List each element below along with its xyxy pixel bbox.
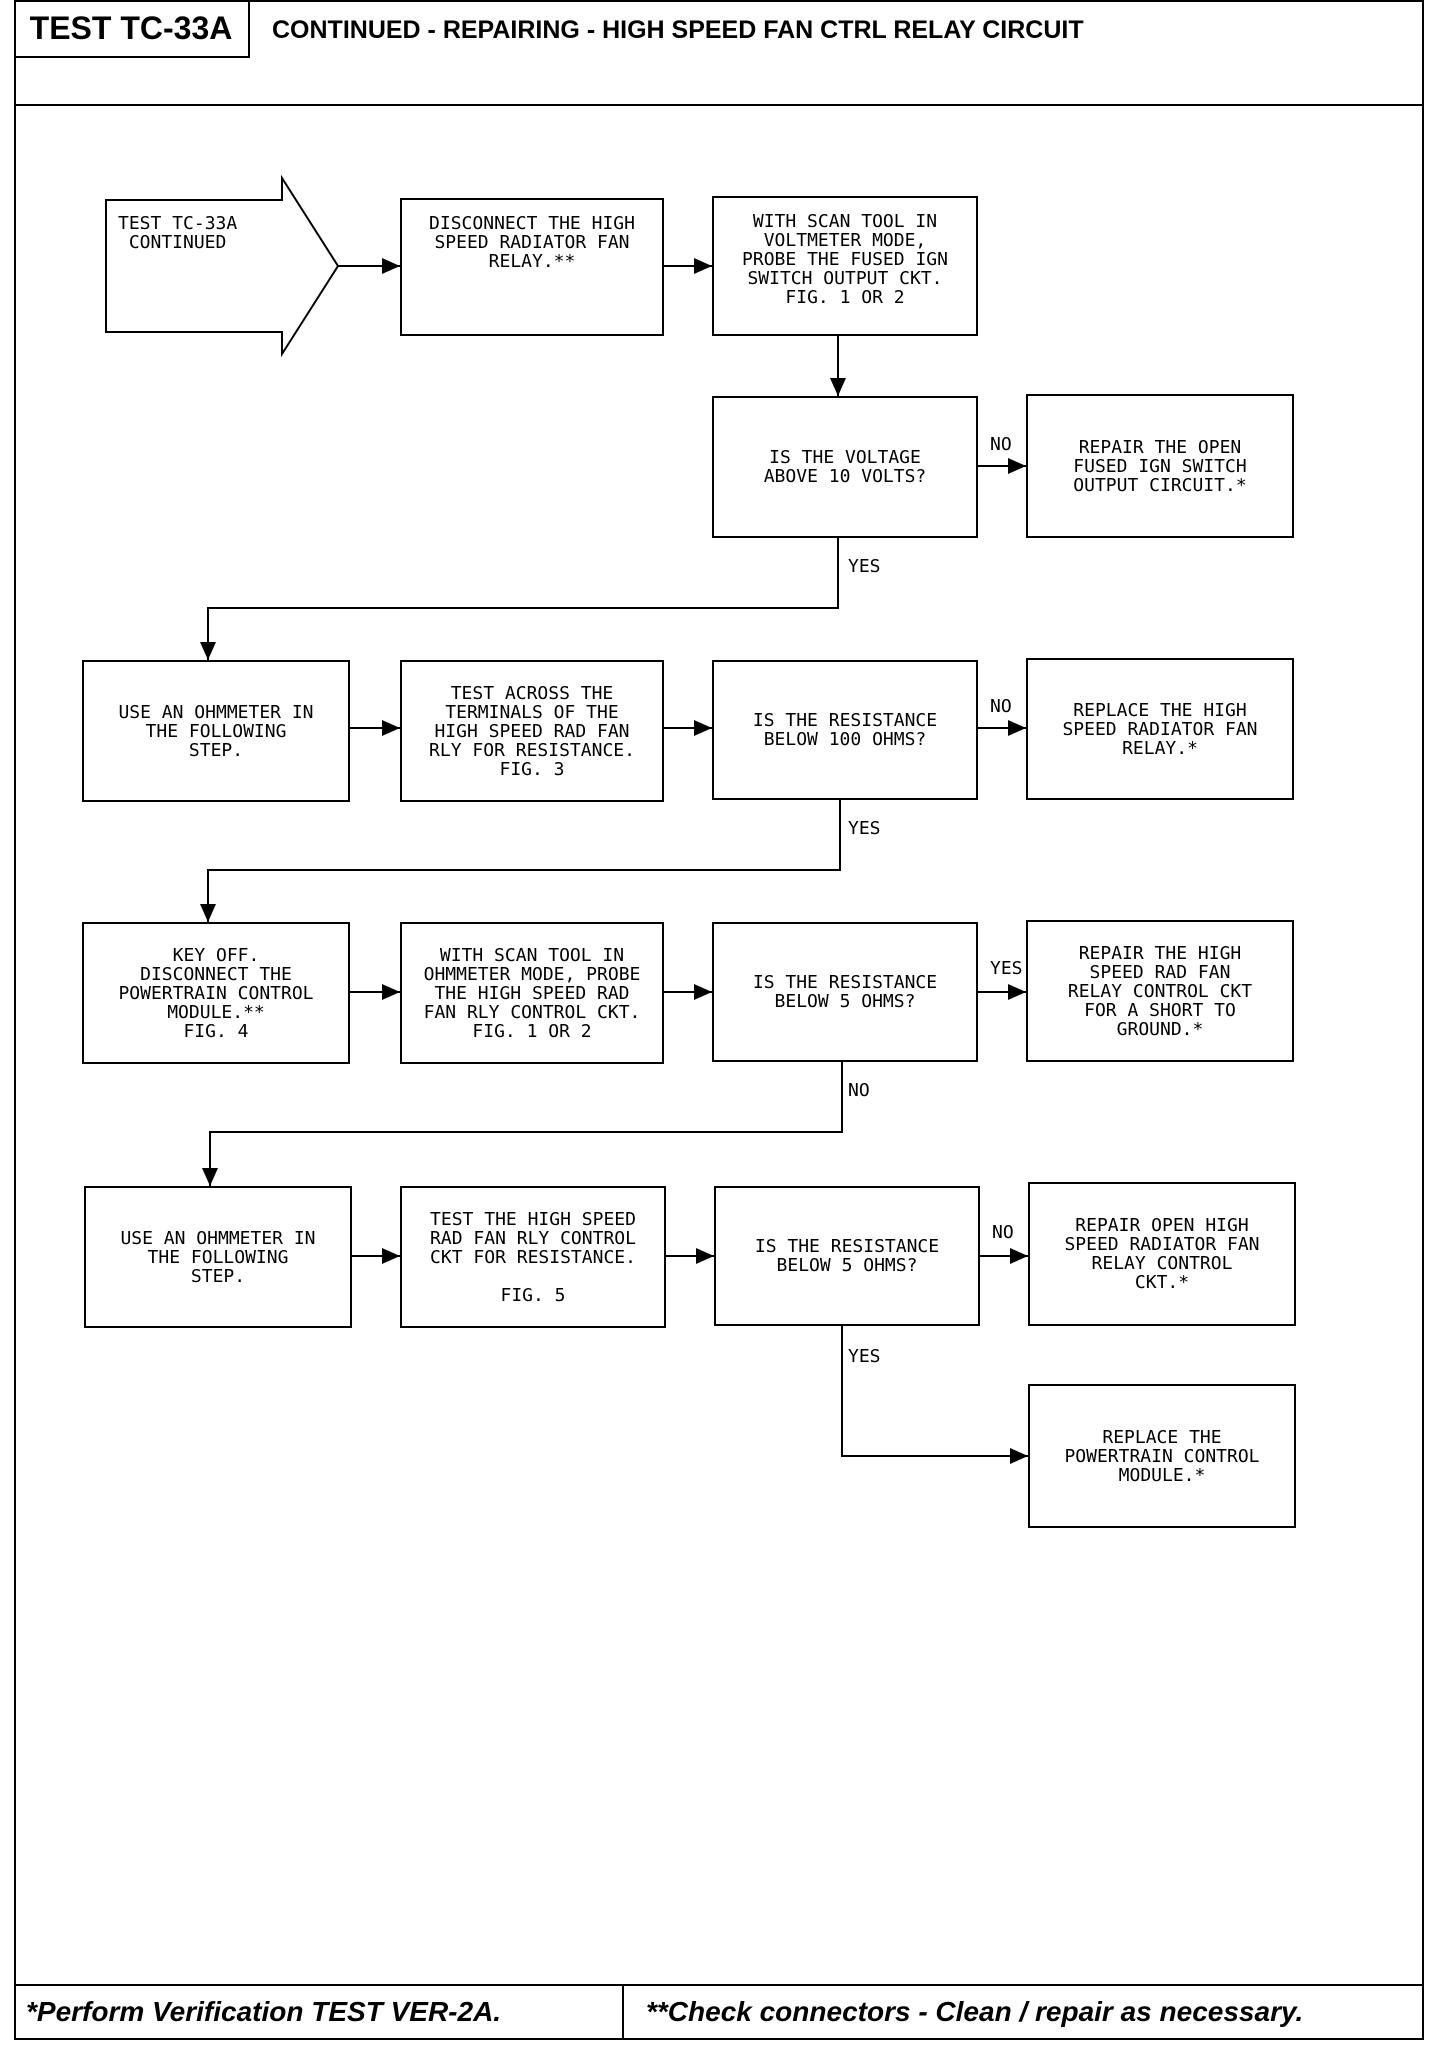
connector-row4-no	[202, 1062, 843, 1186]
decision-resistance-below-5-short: IS THE RESISTANCE BELOW 5 OHMS?	[712, 922, 978, 1062]
step-disconnect-relay: DISCONNECT THE HIGH SPEED RADIATOR FAN R…	[400, 198, 664, 336]
connector-voltage-yes	[200, 538, 839, 660]
step-key-off-disconnect-pcm: KEY OFF. DISCONNECT THE POWERTRAIN CONTR…	[82, 922, 350, 1064]
footer-verification-note: *Perform Verification TEST VER-2A.	[26, 1996, 502, 2027]
page-title: CONTINUED - REPAIRING - HIGH SPEED FAN C…	[272, 16, 1084, 44]
label-no: NO	[990, 434, 1012, 455]
step-use-ohmmeter-2: USE AN OHMMETER IN THE FOLLOWING STEP.	[84, 1186, 352, 1328]
label-yes: YES	[990, 958, 1023, 979]
decision-resistance-below-100: IS THE RESISTANCE BELOW 100 OHMS?	[712, 660, 978, 800]
decision-resistance-below-5-open: IS THE RESISTANCE BELOW 5 OHMS?	[714, 1186, 980, 1326]
footer-divider	[14, 1984, 1424, 1986]
start-block-label: TEST TC-33A CONTINUED	[118, 213, 238, 253]
label-yes: YES	[848, 818, 881, 839]
connector-row5-yes	[841, 1326, 1028, 1464]
step-use-ohmmeter: USE AN OHMMETER IN THE FOLLOWING STEP.	[82, 660, 350, 802]
label-yes: YES	[848, 1346, 881, 1367]
step-probe-relay-control: WITH SCAN TOOL IN OHMMETER MODE, PROBE T…	[400, 922, 664, 1064]
label-no: NO	[992, 1222, 1014, 1243]
footer-connectors-note: **Check connectors - Clean / repair as n…	[646, 1996, 1304, 2027]
step-test-relay-control-ckt: TEST THE HIGH SPEED RAD FAN RLY CONTROL …	[400, 1186, 666, 1328]
result-repair-short-to-ground: REPAIR THE HIGH SPEED RAD FAN RELAY CONT…	[1026, 920, 1294, 1062]
footer-column-divider	[622, 1984, 624, 2040]
label-no: NO	[990, 696, 1012, 717]
result-repair-fused-ign: REPAIR THE OPEN FUSED IGN SWITCH OUTPUT …	[1026, 394, 1294, 538]
result-replace-relay: REPLACE THE HIGH SPEED RADIATOR FAN RELA…	[1026, 658, 1294, 800]
decision-voltage-above-10: IS THE VOLTAGE ABOVE 10 VOLTS?	[712, 396, 978, 538]
header-divider	[14, 104, 1424, 106]
connector-row3-yes	[200, 800, 841, 922]
test-id-label: TEST TC-33A	[14, 0, 250, 58]
result-repair-open-control-ckt: REPAIR OPEN HIGH SPEED RADIATOR FAN RELA…	[1028, 1182, 1296, 1326]
result-replace-pcm: REPLACE THE POWERTRAIN CONTROL MODULE.*	[1028, 1384, 1296, 1528]
step-test-relay-terminals: TEST ACROSS THE TERMINALS OF THE HIGH SP…	[400, 660, 664, 802]
step-probe-fused-ign: WITH SCAN TOOL IN VOLTMETER MODE, PROBE …	[712, 196, 978, 336]
page-frame	[14, 0, 1424, 2040]
label-yes: YES	[848, 556, 881, 577]
start-arrow-shape	[105, 174, 340, 358]
label-no: NO	[848, 1080, 870, 1101]
